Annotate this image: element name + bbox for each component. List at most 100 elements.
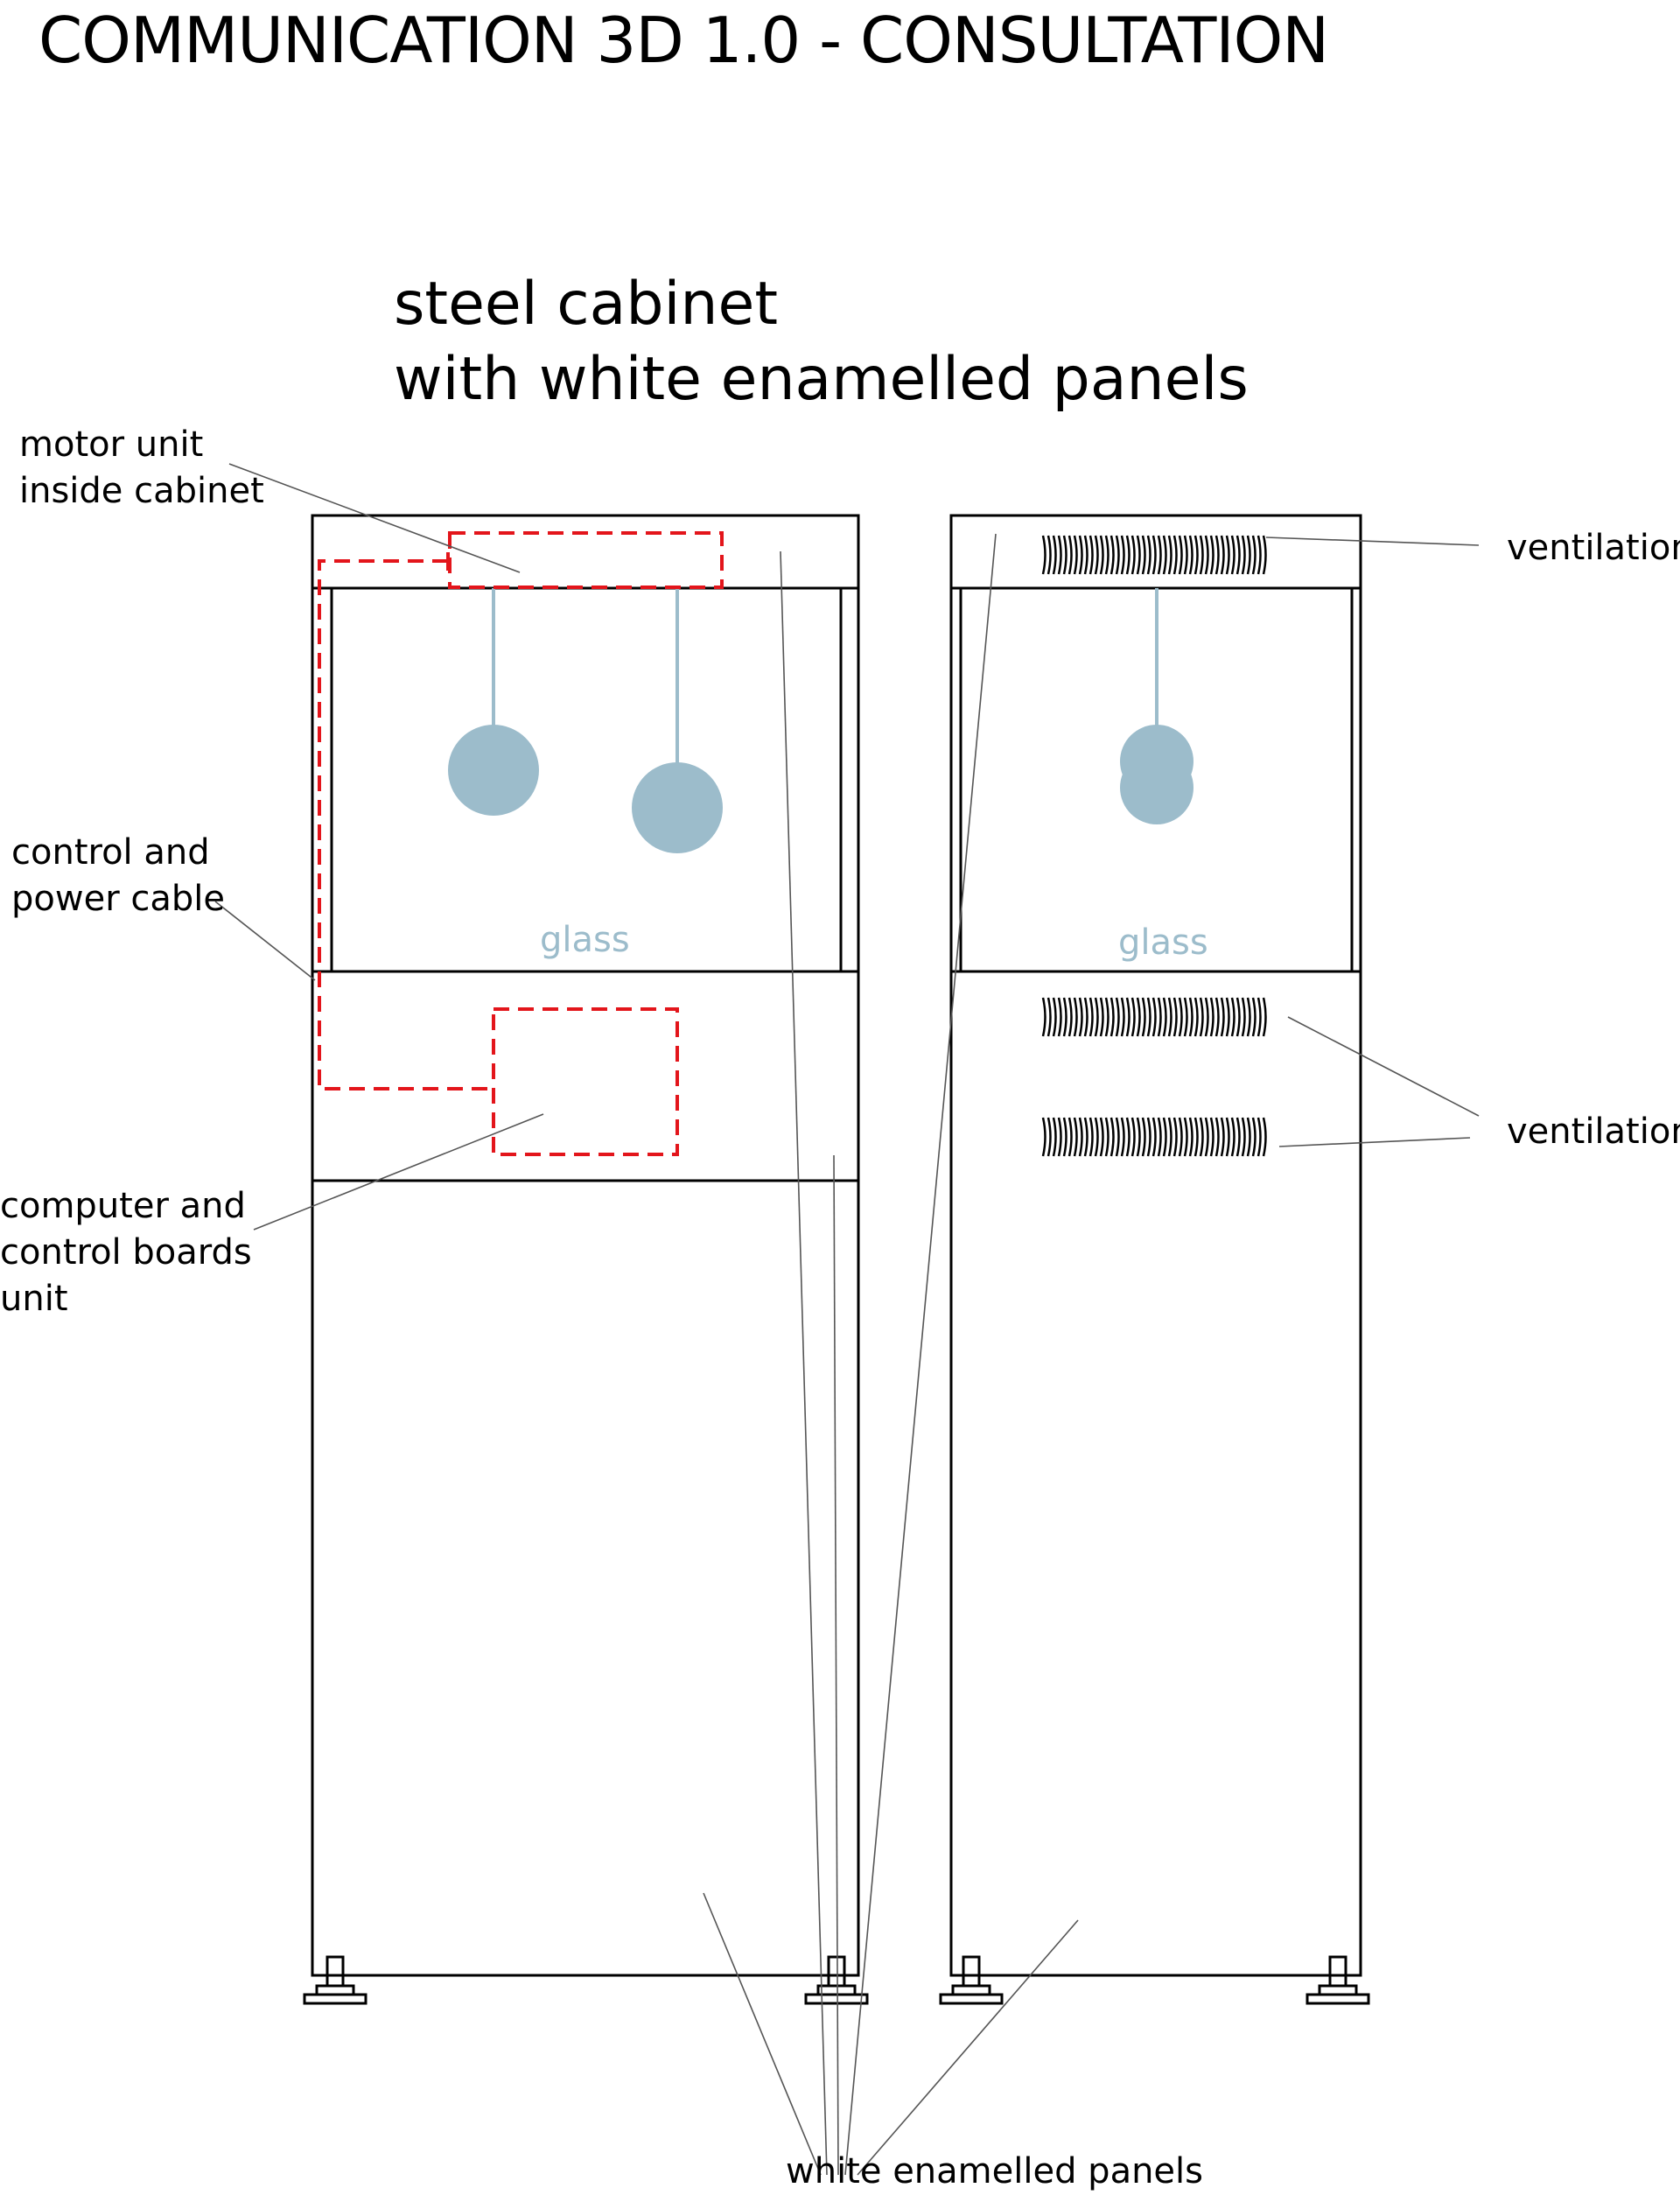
vent-slot [1230, 535, 1236, 575]
vent-slot [1167, 535, 1172, 575]
vent-slot [1236, 1117, 1241, 1157]
vent-slot [1130, 997, 1136, 1037]
vent-slot [1083, 1117, 1088, 1157]
front-cabinet-outline [311, 514, 860, 1977]
vent-slot [1120, 997, 1125, 1037]
vent-slot [1194, 997, 1199, 1037]
page-title: COMMUNICATION 3D 1.0 - CONSULTATION [38, 4, 1329, 77]
vent-slot [1204, 1117, 1209, 1157]
vent-slot [1220, 1117, 1225, 1157]
label-computer-unit-line-3: unit [0, 1279, 68, 1319]
vent-slot [1057, 997, 1062, 1037]
vent-slot [1251, 535, 1256, 575]
subtitle-line-1: steel cabinet [394, 270, 778, 339]
vent-slot [1062, 535, 1068, 575]
vent-slot [1262, 1117, 1267, 1157]
vent-slot [1125, 1117, 1130, 1157]
subtitle: steel cabinet with white enamelled panel… [394, 267, 1249, 417]
vent-slot [1141, 1117, 1146, 1157]
vent-slot [1094, 1117, 1099, 1157]
vent-slot [1083, 997, 1088, 1037]
vent-slot [1136, 997, 1141, 1037]
vent-slot [1188, 535, 1194, 575]
vent-slot [1162, 997, 1167, 1037]
leader-computer-unit [253, 1113, 544, 1231]
vent-slot [1099, 997, 1104, 1037]
vent-slot [1052, 997, 1057, 1037]
vent-slot [1052, 1117, 1057, 1157]
side-cabinet [939, 514, 1370, 2005]
vent-slot [1157, 1117, 1162, 1157]
vent-slot [1125, 535, 1130, 575]
vent-slot [1188, 997, 1194, 1037]
vent-slot [1115, 997, 1120, 1037]
vent-slot [1104, 535, 1110, 575]
vent-slot [1120, 1117, 1125, 1157]
vent-slot [1136, 535, 1141, 575]
label-motor-unit-line-1: motor unit [19, 424, 204, 465]
vent-slot [1246, 1117, 1251, 1157]
leader-panel-side-bottom [857, 1919, 1079, 2176]
vent-slot [1220, 997, 1225, 1037]
vent-slot [1162, 535, 1167, 575]
label-ventilation-top: ventilation [1507, 528, 1680, 568]
vent-slot [1146, 1117, 1152, 1157]
vent-slot [1041, 535, 1046, 575]
vent-slot [1172, 535, 1178, 575]
vent-slot [1241, 1117, 1246, 1157]
vent-slot [1236, 997, 1241, 1037]
vent-slot [1183, 997, 1188, 1037]
vent-slot [1162, 1117, 1167, 1157]
vent-slot [1246, 535, 1251, 575]
vent-slot [1136, 1117, 1141, 1157]
vent-slot [1073, 535, 1078, 575]
vent-slot [1214, 997, 1220, 1037]
vent-slot [1246, 997, 1251, 1037]
vent-slot [1062, 1117, 1068, 1157]
vent-slot [1046, 535, 1052, 575]
vent-slot [1152, 535, 1157, 575]
vent-slot [1099, 1117, 1104, 1157]
side-sphere-front [1120, 751, 1194, 824]
vent-slot [1130, 1117, 1136, 1157]
vent-slots-top [1041, 535, 1267, 575]
vent-slots-lower [1041, 1117, 1267, 1157]
label-computer-unit-line-2: control boards [0, 1232, 252, 1273]
label-control-cable-line-2: power cable [11, 879, 225, 919]
vent-slot [1041, 997, 1046, 1037]
label-glass-front: glass [540, 920, 630, 960]
vent-slot [1209, 997, 1214, 1037]
vent-slot [1099, 535, 1104, 575]
vent-slot [1188, 1117, 1194, 1157]
label-control-power-cable: control and power cable [11, 830, 225, 922]
vent-slot [1120, 535, 1125, 575]
leader-ventilation-lower [1278, 1137, 1471, 1147]
side-cabinet-outline [949, 514, 1362, 1977]
vent-slot [1078, 535, 1083, 575]
vent-slot [1068, 1117, 1073, 1157]
leader-ventilation-top [1265, 536, 1480, 546]
computer-unit-outline [492, 1007, 679, 1156]
vent-slot [1052, 535, 1057, 575]
vent-slot [1225, 535, 1230, 575]
vent-slot [1046, 1117, 1052, 1157]
label-glass-side: glass [1118, 922, 1208, 963]
leader-panel-front-bottom [703, 1892, 822, 2176]
vent-slot [1241, 535, 1246, 575]
vent-slot [1256, 1117, 1262, 1157]
vent-slot [1220, 535, 1225, 575]
vent-slot [1130, 535, 1136, 575]
vent-slot [1146, 535, 1152, 575]
leader-control-cable [214, 901, 316, 981]
leader-panel-side-top [844, 533, 997, 2176]
vent-slot [1046, 997, 1052, 1037]
vent-slot [1167, 997, 1172, 1037]
vent-slot [1104, 1117, 1110, 1157]
vent-slot [1178, 997, 1183, 1037]
vent-slot [1183, 535, 1188, 575]
control-cable-path [318, 559, 493, 1090]
vent-slot [1073, 1117, 1078, 1157]
vent-slot [1236, 535, 1241, 575]
vent-slot [1251, 997, 1256, 1037]
vent-slot [1194, 1117, 1199, 1157]
